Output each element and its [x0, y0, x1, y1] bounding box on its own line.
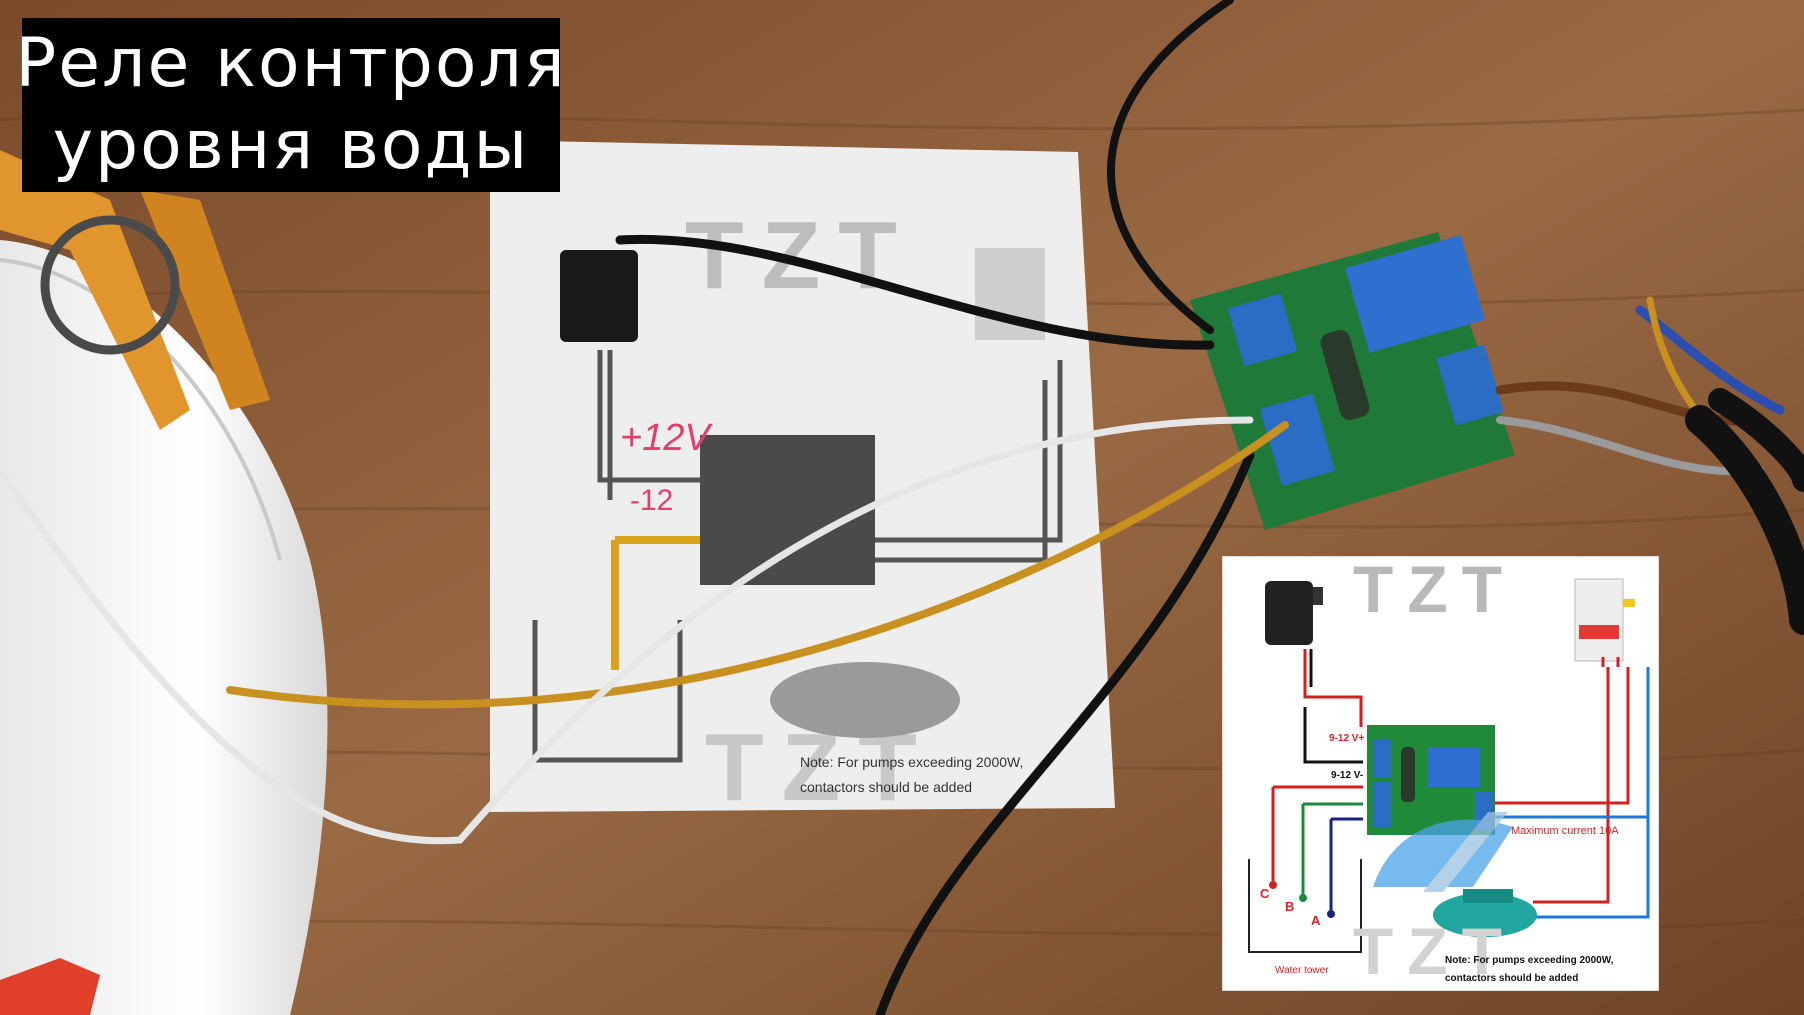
brand-watermark-text: TZT — [1353, 914, 1516, 988]
note-line-1: Note: For pumps exceeding 2000W, — [1445, 955, 1614, 966]
pump-icon — [1433, 889, 1537, 937]
logo-watermark — [1373, 812, 1513, 892]
svg-text:-12: -12 — [630, 484, 673, 517]
title-line-2: уровня воды — [52, 106, 530, 185]
wiring-diagram-inset: TZT TZT 9-12 V+ 9-12 V- Maximum current … — [1222, 556, 1659, 991]
video-title-banner: Реле контроля уровня воды — [15, 18, 565, 192]
svg-text:contactors should be added: contactors should be added — [800, 779, 972, 795]
svg-text:+12V: +12V — [620, 417, 713, 459]
note-line-2: contactors should be added — [1445, 973, 1579, 984]
relay-board-icon — [1367, 725, 1495, 835]
probe-b-dot — [1299, 894, 1307, 902]
wiring-diagram — [1248, 578, 1650, 953]
relay-module — [1190, 232, 1515, 530]
circuit-breaker-icon — [1574, 578, 1635, 662]
red-object — [0, 958, 100, 1015]
brand-logo-text: TZT — [1353, 556, 1516, 626]
paper-diagram: TZT TZT +12V -12 Note: For pumps exceedi… — [490, 140, 1115, 821]
svg-text:Note: For pumps exceeding 2000: Note: For pumps exceeding 2000W, — [800, 754, 1023, 770]
max-current-label: Maximum current 10A — [1511, 825, 1619, 837]
probe-c-dot — [1269, 881, 1277, 889]
title-line-1: Реле контроля — [15, 24, 567, 103]
water-tower-icon — [1248, 859, 1362, 953]
water-tower-label: Water tower — [1275, 965, 1329, 976]
probe-b-label: B — [1285, 899, 1295, 914]
supply-plus-label: 9-12 V+ — [1329, 733, 1365, 744]
svg-text:TZT: TZT — [685, 202, 915, 309]
power-adapter-icon — [1265, 581, 1323, 645]
probe-c-label: C — [1260, 886, 1270, 901]
clothespin — [0, 150, 270, 430]
probe-a-dot — [1327, 910, 1335, 918]
supply-minus-label: 9-12 V- — [1331, 770, 1364, 781]
probe-a-label: A — [1311, 913, 1321, 928]
